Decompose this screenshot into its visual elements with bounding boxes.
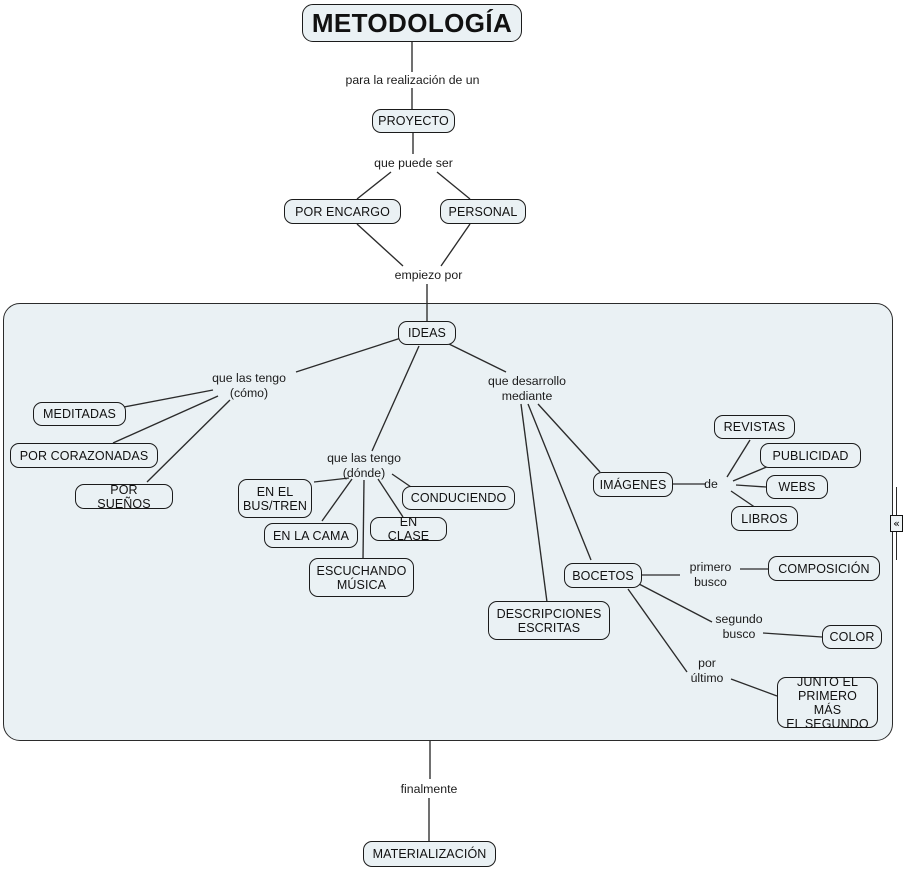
link-label-de: de [704, 476, 718, 491]
node-bocetos[interactable]: BOCETOS [564, 563, 642, 588]
link-label-empiezo-por: empiezo por [394, 267, 463, 282]
link-label-segundo-busco: segundo busco [715, 612, 763, 641]
node-personal[interactable]: PERSONAL [440, 199, 526, 224]
node-escuchando-musica[interactable]: ESCUCHANDO MÚSICA [309, 558, 414, 597]
node-junto-el-primero-mas-el-segundo[interactable]: JUNTO EL PRIMERO MÁS EL SEGUNDO [777, 675, 878, 731]
collapse-rail-top [896, 487, 898, 515]
link-label-que-las-tengo-como: que las tengo (cómo) [212, 371, 286, 400]
collapse-panel-icon[interactable]: « [890, 515, 903, 532]
node-meditadas[interactable]: MEDITADAS [33, 402, 126, 426]
node-por-suenos[interactable]: POR SUEÑOS [75, 483, 173, 511]
node-imagenes[interactable]: IMÁGENES [593, 472, 673, 497]
link-label-por-ultimo: por último [690, 656, 724, 685]
node-en-clase[interactable]: EN CLASE [370, 515, 447, 543]
node-composicion[interactable]: COMPOSICIÓN [768, 556, 880, 581]
link-label-finalmente: finalmente [400, 781, 458, 796]
node-color[interactable]: COLOR [822, 625, 882, 649]
link-label-que-desarrollo-mediante: que desarrollo mediante [488, 374, 566, 403]
node-materializacion[interactable]: MATERIALIZACIÓN [363, 841, 496, 867]
node-en-el-bus-tren[interactable]: EN EL BUS/TREN [238, 479, 312, 518]
link-label-que-puede-ser: que puede ser [374, 155, 453, 170]
node-por-encargo[interactable]: POR ENCARGO [284, 199, 401, 224]
node-conduciendo[interactable]: CONDUCIENDO [402, 486, 515, 510]
node-proyecto[interactable]: PROYECTO [372, 109, 455, 133]
link-label-para-la-realizacion-de-un: para la realización de un [345, 72, 480, 87]
node-metodologia[interactable]: METODOLOGÍA [302, 4, 522, 42]
node-descripciones-escritas[interactable]: DESCRIPCIONES ESCRITAS [488, 601, 610, 640]
node-publicidad[interactable]: PUBLICIDAD [760, 443, 861, 468]
collapse-rail-bottom [896, 532, 898, 560]
link-label-primero-busco: primero busco [689, 560, 732, 589]
node-ideas[interactable]: IDEAS [398, 321, 456, 345]
node-en-la-cama[interactable]: EN LA CAMA [264, 523, 358, 548]
node-por-corazonadas[interactable]: POR CORAZONADAS [10, 443, 158, 468]
node-revistas[interactable]: REVISTAS [714, 415, 795, 439]
link-label-que-las-tengo-donde: que las tengo (dónde) [327, 451, 401, 480]
node-libros[interactable]: LIBROS [731, 506, 798, 531]
node-webs[interactable]: WEBS [766, 475, 828, 499]
